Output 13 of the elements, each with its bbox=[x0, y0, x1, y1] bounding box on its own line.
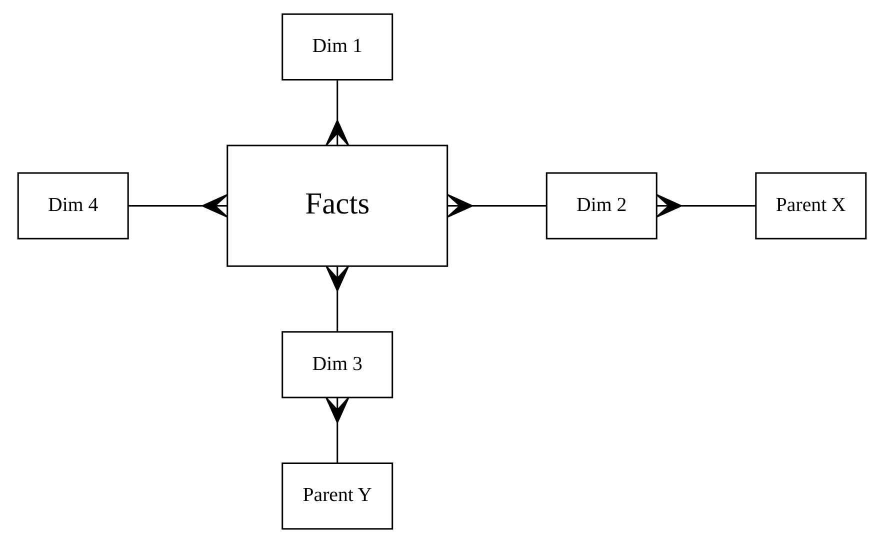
node-box: Parent X bbox=[755, 172, 867, 240]
connector bbox=[128, 194, 228, 218]
connector bbox=[326, 397, 350, 464]
node-box: Parent Y bbox=[282, 462, 394, 530]
node-box: Dim 3 bbox=[282, 331, 394, 398]
node-box: Dim 4 bbox=[17, 172, 129, 240]
connector bbox=[656, 194, 756, 218]
node-box: Dim 2 bbox=[546, 172, 658, 240]
connector bbox=[447, 194, 546, 218]
connector bbox=[326, 80, 350, 146]
node-box: Dim 1 bbox=[282, 13, 394, 81]
node-box: Facts bbox=[226, 144, 448, 267]
connector bbox=[326, 265, 350, 332]
